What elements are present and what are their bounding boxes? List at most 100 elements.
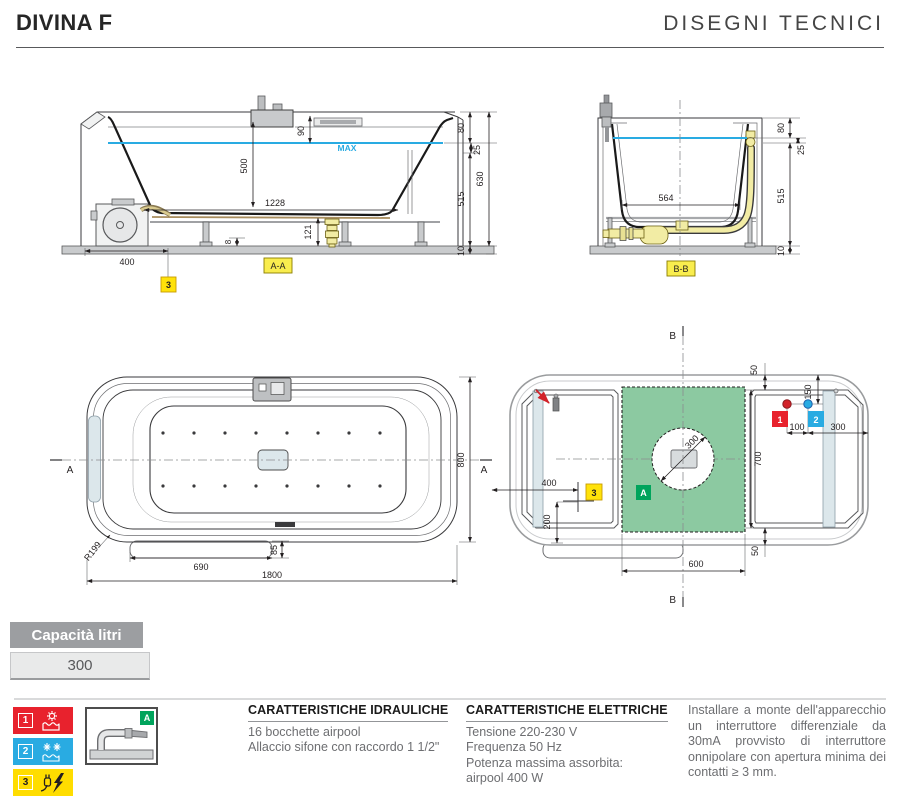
faucet-fixture: [552, 397, 560, 412]
dim-100: 100: [789, 422, 804, 432]
electric-title: CARATTERISTICHE ELETTRICHE: [466, 703, 668, 722]
tub-outline: [86, 376, 458, 543]
pointer-arrow: [535, 389, 550, 404]
bottom-divider: [14, 698, 886, 700]
badge-3-marker: [160, 276, 177, 293]
dim-150: 150: [803, 384, 813, 399]
dim-8: 8: [224, 239, 233, 244]
airpool-jets: [161, 431, 382, 488]
badge-2-marker: [808, 411, 824, 427]
dim-600: 600: [688, 559, 703, 569]
dim-300: 300: [830, 422, 845, 432]
hydraulic-title: CARATTERISTICHE IDRAULICHE: [248, 703, 449, 722]
hydraulic-line: Allaccio sifone con raccordo 1 1/2": [248, 740, 440, 754]
drain-fitting: [324, 218, 340, 248]
section-marker-b-bottom: B: [669, 595, 676, 606]
dim-25: 25: [796, 145, 806, 155]
legend-number-3: 3: [18, 775, 33, 790]
basin-floor: [149, 405, 407, 514]
badge-3-label: 3: [166, 280, 171, 290]
badge-1-label: 1: [777, 415, 782, 425]
hot-water-point: [782, 399, 792, 409]
plan-view-drawing: A A R199 85 690 1800 800: [50, 376, 492, 585]
capacity-value: 300: [10, 652, 150, 680]
capacity-label: Capacità litri: [10, 622, 143, 648]
badge-1-marker: [772, 411, 788, 427]
dim-515: 515: [776, 188, 786, 203]
dim-1800: 1800: [262, 570, 282, 580]
dim-85: 85: [269, 545, 279, 555]
section-aa-dimensions: 90 500 1228 121 8 400 80 25 515 630 10: [84, 111, 497, 277]
dim-50-top: 50: [749, 365, 759, 375]
drain-box: [670, 449, 698, 469]
page-subtitle: DISEGNI TECNICI: [663, 12, 884, 35]
dim-515: 515: [456, 191, 466, 206]
dim-500: 500: [239, 158, 249, 173]
dim-800: 800: [456, 452, 466, 467]
left-panel: [521, 389, 619, 529]
max-water-label: MAX: [338, 143, 357, 153]
dim-690: 690: [193, 562, 208, 572]
cold-water-icon: [42, 742, 61, 762]
dim-10: 10: [456, 246, 466, 256]
section-bb-tag-label: B-B: [673, 264, 688, 274]
dim-121: 121: [303, 224, 313, 239]
section-aa-tag-label: A-A: [270, 261, 285, 271]
legend-number-1: 1: [18, 713, 33, 728]
dim-400: 400: [541, 478, 556, 488]
technical-drawings: MAX 90 500 1228 121 8 400 80 25 515: [50, 94, 869, 607]
dim-80: 80: [456, 123, 466, 133]
dim-90: 90: [296, 126, 306, 136]
installation-note: Installare a monte dell'apparecchio un i…: [688, 703, 886, 779]
floor-strip: [61, 245, 495, 255]
hydraulic-line: 16 bocchette airpool: [248, 724, 361, 739]
badge-2-label: 2: [813, 415, 818, 425]
electric-specs: CARATTERISTICHE ELETTRICHE Tensione 220-…: [466, 703, 680, 787]
electric-line: Potenza massima assorbita:: [466, 755, 624, 770]
legend-letter-a: A: [140, 711, 154, 725]
plan-dimensions: 85 690 1800 800: [86, 376, 476, 585]
electric-line: airpool 400 W: [466, 771, 544, 785]
section-marker-b-top: B: [669, 331, 676, 342]
apron: [129, 540, 273, 559]
section-aa-drawing: MAX 90 500 1228 121 8 400 80 25 515: [61, 95, 497, 293]
electrical-icon: [40, 772, 64, 793]
page-title: DIVINA F: [16, 10, 113, 35]
legend-number-2: 2: [18, 744, 33, 759]
section-marker-a-left: A: [67, 465, 74, 476]
installation-view-drawing: 300 B B 1 2 50 150 100 300 700: [491, 326, 869, 607]
dim-564: 564: [658, 193, 673, 203]
badge-a-marker: [636, 485, 651, 500]
dim-700: 700: [753, 451, 763, 466]
drain-pipe-icon: [89, 728, 154, 760]
dim-1228: 1228: [265, 198, 285, 208]
section-bb-dimensions: 564 80 25 515 10: [621, 117, 806, 256]
legend-hot-water: 1: [13, 707, 73, 734]
hydraulic-specs: CARATTERISTICHE IDRAULICHE 16 bocchette …: [248, 703, 462, 756]
hot-water-icon: [42, 710, 60, 731]
legend-cold-water: 2: [13, 738, 73, 765]
dim-10: 10: [776, 246, 786, 256]
tub-profile: [107, 115, 454, 217]
control-unit: [250, 109, 294, 128]
electric-line: Tensione 220-230 V: [466, 724, 578, 739]
section-marker-a-right: A: [481, 465, 488, 476]
section-bb-drawing: 564 80 25 515 10 B-B: [589, 94, 806, 277]
badge-3-label: 3: [591, 488, 596, 498]
dim-630: 630: [475, 171, 485, 186]
floor-strip: [589, 245, 777, 255]
dim-80: 80: [776, 123, 786, 133]
installation-dimensions: 50 150 100 300 700 50 400 200 600: [491, 363, 869, 576]
section-aa-tag: [263, 257, 293, 274]
faucet-column: [599, 94, 613, 142]
headrest: [88, 415, 101, 503]
dim-200: 200: [542, 514, 552, 529]
dim-400: 400: [119, 257, 134, 267]
legend-drain-area: A: [85, 707, 158, 765]
dim-50-bottom: 50: [750, 546, 760, 556]
cold-water-point: [803, 399, 813, 409]
dim-25: 25: [472, 145, 482, 155]
section-bb-tag: [666, 260, 696, 277]
electric-line: Frequenza 50 Hz: [466, 740, 562, 754]
radius-label: R199: [82, 540, 103, 563]
